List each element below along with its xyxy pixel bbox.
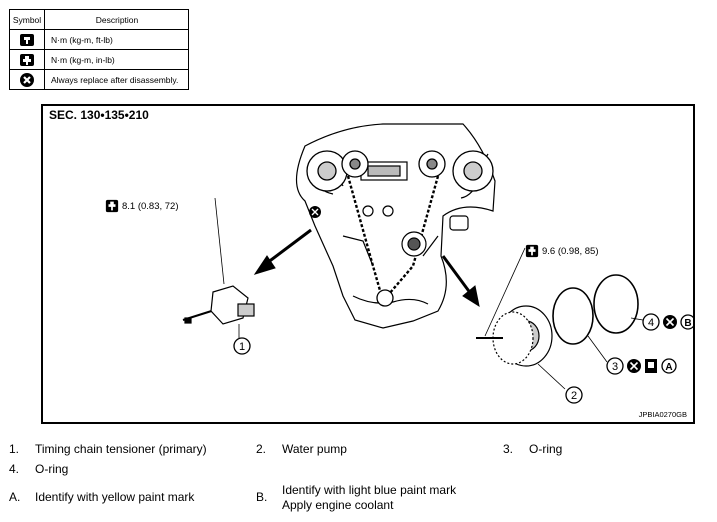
torque-value-water-pump: 9.6 (0.98, 85) (542, 245, 599, 257)
note-label-line1: Identify with light blue paint mark (282, 483, 457, 497)
callout-mark-b: B (684, 318, 691, 329)
symbol-legend-table: Symbol Description N·m (kg-m, ft-lb) N·m… (9, 9, 189, 90)
note-label-line2: Apply engine coolant (282, 498, 394, 512)
torque-spec-tensioner: 8.1 (0.83, 72) (105, 199, 179, 213)
part-label: Timing chain tensioner (primary) (35, 442, 207, 456)
callout-2-label: 2 (571, 390, 577, 402)
o-rings (484, 247, 644, 363)
part-label: O-ring (35, 462, 69, 476)
always-replace-icon (20, 72, 34, 87)
callout-3-label: 3 (612, 361, 618, 373)
part-number: 4. (9, 462, 20, 476)
torque-spec-water-pump: 9.6 (0.98, 85) (525, 244, 599, 258)
legend-row: N·m (kg-m, ft-lb) (9, 29, 189, 50)
note-label: Identify with yellow paint mark (35, 490, 195, 504)
torque-wrench-small-icon (525, 244, 539, 258)
torque-wrench-small-icon (20, 53, 34, 66)
always-replace-icon (663, 315, 677, 329)
water-pump (476, 305, 566, 390)
torque-wrench-small-icon (105, 199, 119, 213)
timing-chain (346, 175, 440, 295)
section-title: SEC. 130•135•210 (49, 108, 149, 122)
figure-code: JPBIA0270GB (638, 410, 687, 419)
paint-mark-icon (645, 359, 657, 373)
part-label: Water pump (282, 442, 347, 456)
note-key: B. (256, 490, 268, 504)
always-replace-icon (627, 359, 641, 373)
legend-header-symbol: Symbol (9, 9, 45, 30)
removal-arrows (253, 228, 480, 308)
part-label: O-ring (529, 442, 563, 456)
exploded-diagram: SEC. 130•135•210 (41, 104, 695, 424)
legend-row: N·m (kg-m, in-lb) (9, 49, 189, 70)
legend-description: N·m (kg-m, ft-lb) (44, 29, 189, 50)
legend-row: Always replace after disassembly. (9, 69, 189, 90)
callout-mark-a: A (665, 362, 672, 373)
legend-description: Always replace after disassembly. (44, 69, 189, 90)
part-number: 2. (256, 442, 267, 456)
always-replace-icon (309, 206, 321, 218)
callout-1: 1 (233, 337, 251, 355)
cam-sprockets (306, 150, 494, 192)
callout-1-label: 1 (239, 341, 245, 353)
part-number: 3. (503, 442, 514, 456)
water-pump-mount (401, 215, 469, 257)
note-key: A. (9, 490, 21, 504)
part-number: 1. (9, 442, 20, 456)
callout-4-label: 4 (648, 317, 654, 329)
callout-2: 2 (565, 386, 583, 404)
legend-header-description: Description (44, 9, 189, 30)
legend-header-row: Symbol Description (9, 9, 189, 30)
timing-chain-tensioner (182, 197, 255, 338)
engine-drawing: 1 2 3 A 4 B (182, 123, 693, 404)
legend-description: N·m (kg-m, in-lb) (44, 49, 189, 70)
crank-sprocket (376, 289, 394, 307)
torque-value-tensioner: 8.1 (0.83, 72) (122, 200, 179, 212)
torque-wrench-icon (20, 33, 34, 46)
callout-4: 4 B (642, 313, 693, 331)
callout-3: 3 A (606, 357, 677, 375)
